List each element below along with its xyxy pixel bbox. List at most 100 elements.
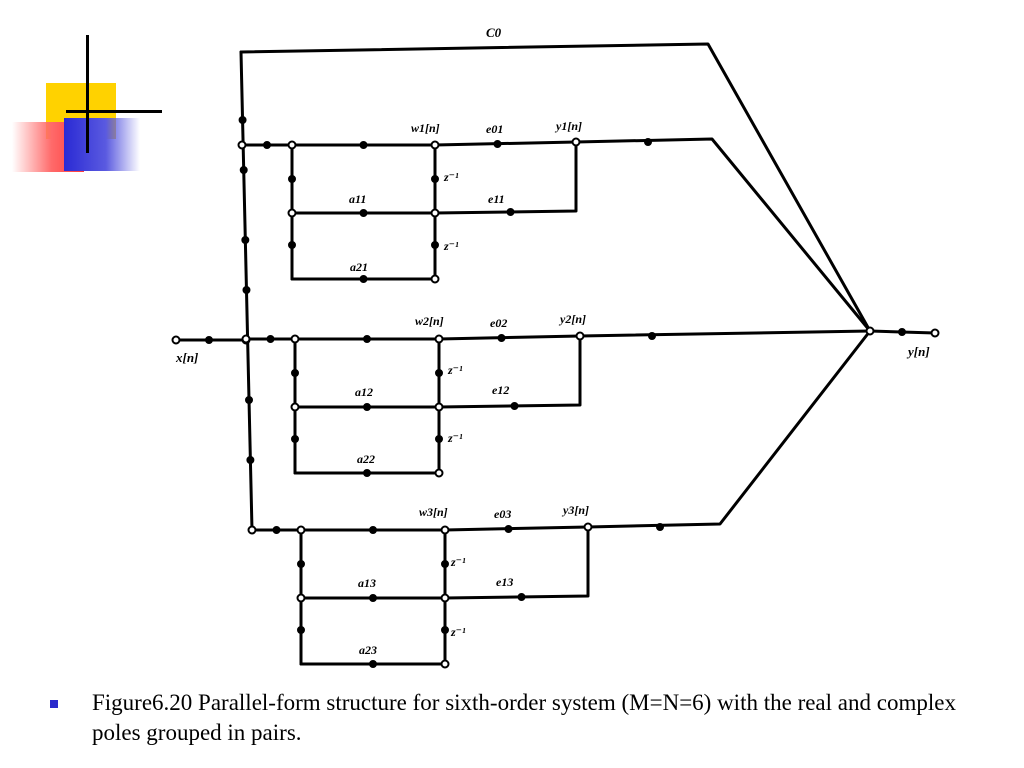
section-1-arrow-marker [431, 241, 439, 249]
section-2-y-node [575, 331, 585, 341]
section-2-delay-2-node [434, 468, 444, 478]
section-2-delay-1-node [434, 402, 444, 412]
trunk-arrow-marker [238, 116, 247, 124]
output-arrow-marker [898, 328, 906, 336]
section-3-arrow-marker [272, 526, 281, 534]
section-2-arrow-marker [435, 435, 443, 443]
section-1-arrow-marker [644, 138, 652, 146]
section-2-z2-label: z⁻¹ [447, 431, 463, 445]
section-1-labels: w1[n] y1[n] e01 e11 a11 a21 z⁻¹ z⁻¹ [349, 119, 582, 274]
section-2-arrow-marker [363, 335, 371, 343]
section-1-a2-label: a21 [350, 260, 368, 274]
signal-flow-nodes [171, 116, 940, 669]
section-2-w-label: w2[n] [415, 314, 444, 328]
output-node [930, 328, 940, 338]
section-3-e0-label: e03 [494, 507, 511, 521]
parallel-form-diagram: x[n] y[n] C0 w1[n] y1[n] e01 e11 a11 a21… [171, 25, 940, 669]
section-1-arrow-marker [359, 275, 368, 283]
direct-gain-branch [239, 42, 872, 333]
section-1-arrow-marker [288, 175, 296, 183]
decor-vertical-line [86, 35, 89, 153]
section-3-w-label: w3[n] [419, 505, 448, 519]
section-1-a1-label: a11 [349, 192, 366, 206]
section-3-delay-1-node [440, 593, 450, 603]
section-2-e1-branch [437, 334, 582, 409]
section-2-arrow-marker [266, 335, 275, 343]
section-1-e0-branch [433, 140, 578, 147]
section-2-branch-node [241, 334, 251, 344]
section-1-delay-1-node [430, 208, 440, 218]
section-3-z2-label: z⁻¹ [450, 625, 466, 639]
section-3-y-label: y3[n] [561, 503, 589, 517]
section-2-output-branch [578, 329, 872, 338]
section-3-e1-branch [443, 525, 590, 600]
section-2-arrow-marker [510, 402, 519, 410]
section-2-left-mid-node [290, 402, 300, 412]
section-3-arrow-marker [517, 593, 526, 601]
section-2-a2-label: a22 [357, 452, 375, 466]
section-1-w-label: w1[n] [411, 121, 440, 135]
section-2-arrow-marker [291, 435, 299, 443]
section-2-arrow-marker [363, 403, 371, 411]
section-2-e1-label: e12 [492, 383, 509, 397]
trunk-arrow-marker [245, 396, 254, 404]
section-1-arrow-marker [359, 209, 368, 217]
trunk-arrow-marker [242, 286, 251, 294]
section-1-e0-label: e01 [486, 122, 503, 136]
section-1-left-top-node [287, 140, 297, 150]
input-arrow-marker [205, 336, 213, 344]
section-1-z2-label: z⁻¹ [443, 239, 459, 253]
section-1-delay-2-node [430, 274, 440, 284]
trunk-arrow-marker [239, 166, 248, 174]
figure-caption: Figure6.20 Parallel-form structure for s… [92, 690, 956, 745]
section-1-arrow-marker [359, 141, 368, 149]
section-3-z1-label: z⁻¹ [450, 555, 466, 569]
section-1-arrow-marker [288, 241, 296, 249]
section-3-left-top-node [296, 525, 306, 535]
section-2-e0-label: e02 [490, 316, 507, 330]
trunk-arrow-marker [241, 236, 250, 244]
section-3-left-mid-node [296, 593, 306, 603]
section-2-arrow-marker [497, 334, 506, 342]
section-2-labels: w2[n] y2[n] e02 e12 a12 a22 z⁻¹ z⁻¹ [355, 312, 586, 466]
input-label: x[n] [175, 350, 198, 365]
output-summing-node [865, 326, 875, 336]
section-2-a1-label: a12 [355, 385, 373, 399]
section-3-e0-branch [443, 525, 590, 532]
section-1-arrow-marker [263, 141, 271, 149]
section-3-arrow-marker [297, 560, 305, 568]
section-1-w-node [430, 140, 440, 150]
section-3-delay-2-node [440, 659, 450, 669]
section-1-output-branch [574, 137, 872, 333]
section-1-y-label: y1[n] [554, 119, 582, 133]
section-3-e1-label: e13 [496, 575, 513, 589]
section-2-left-top-node [290, 334, 300, 344]
signal-flow-wires [174, 42, 937, 666]
caption-bullet-item: Figure6.20 Parallel-form structure for s… [50, 688, 980, 748]
section-2-y-label: y2[n] [558, 312, 586, 326]
decor-horizontal-line [66, 110, 162, 113]
section-1-e1-branch [433, 140, 578, 215]
section-2-e0-branch [437, 334, 582, 341]
section-1-z1-label: z⁻¹ [443, 170, 459, 184]
bullet-square-icon [50, 700, 58, 708]
section-3-arrow-marker [656, 523, 664, 531]
section-3-y-node [583, 522, 593, 532]
section-3-arrow-marker [369, 660, 377, 668]
direct-gain-label: C0 [486, 25, 502, 40]
section-3-output-branch [586, 329, 872, 529]
section-2-arrow-marker [291, 369, 299, 377]
section-2-arrow-marker [648, 332, 656, 340]
section-3-w-node [440, 525, 450, 535]
section-3-arrow-marker [369, 526, 377, 534]
section-1-branch-node [237, 140, 247, 150]
section-1-arrow-marker [493, 140, 502, 148]
section-3-a2-label: a23 [359, 643, 377, 657]
section-3-arrow-marker [369, 594, 377, 602]
section-3-arrow-marker [297, 626, 305, 634]
section-3-arrow-marker [441, 560, 449, 568]
section-3-arrow-marker [441, 626, 449, 634]
section-1-arrow-marker [506, 208, 515, 216]
section-2-z1-label: z⁻¹ [447, 363, 463, 377]
